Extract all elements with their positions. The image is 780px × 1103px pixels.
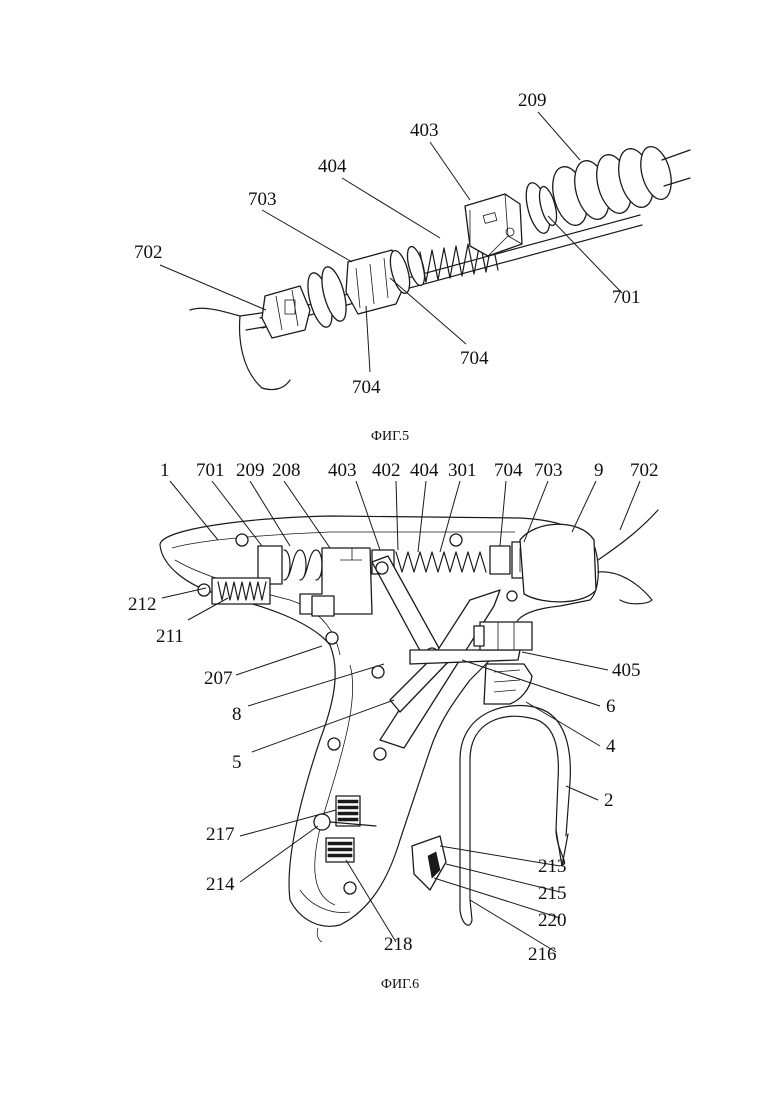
block-208 (300, 548, 372, 616)
figure-6-caption: ФИГ.6 (381, 977, 419, 992)
link-6 (410, 650, 520, 664)
label-220: 220 (538, 910, 567, 931)
label-704-right: 704 (460, 348, 489, 369)
label-214: 214 (206, 874, 235, 895)
linkage-402-403 (372, 550, 440, 660)
label-403: 403 (328, 460, 357, 481)
trigger-lever-5 (380, 590, 500, 748)
label-701: 701 (612, 287, 641, 308)
label-404: 404 (318, 156, 347, 177)
label-9: 9 (594, 460, 604, 481)
heater-405 (474, 622, 532, 650)
label-8: 8 (232, 704, 242, 725)
collar-rings (303, 264, 351, 329)
label-215: 215 (538, 883, 567, 904)
figure-5-caption: ФИГ.5 (371, 429, 409, 444)
cable-702 (598, 510, 658, 560)
end-block-702 (262, 286, 310, 338)
label-216: 216 (528, 944, 557, 965)
label-701: 701 (196, 460, 225, 481)
label-402: 402 (372, 460, 401, 481)
label-211: 211 (156, 626, 184, 647)
tip-213-220 (412, 836, 446, 890)
label-213: 213 (538, 856, 567, 877)
label-6: 6 (606, 696, 616, 717)
sleeve-703 (346, 245, 428, 314)
label-703: 703 (248, 189, 277, 210)
label-208: 208 (272, 460, 301, 481)
label-702: 702 (134, 242, 163, 263)
label-5: 5 (232, 752, 242, 773)
spring-209 (547, 143, 690, 229)
spring-211 (212, 578, 270, 604)
nozzle-cap-9 (520, 524, 596, 602)
label-405: 405 (612, 660, 641, 681)
label-403: 403 (410, 120, 439, 141)
label-703: 703 (534, 460, 563, 481)
label-207: 207 (204, 668, 233, 689)
label-704: 704 (494, 460, 523, 481)
label-1: 1 (160, 460, 170, 481)
label-209: 209 (518, 90, 547, 111)
block-403 (465, 194, 522, 256)
spring-404-301 (396, 552, 486, 572)
label-2: 2 (604, 790, 614, 811)
label-209: 209 (236, 460, 265, 481)
label-301: 301 (448, 460, 477, 481)
figure-5-exploded-shaft: 209 403 404 703 702 701 704 704 ФИГ.5 (134, 90, 690, 444)
label-212: 212 (128, 594, 157, 615)
label-404: 404 (410, 460, 439, 481)
figure-6-glue-gun-section: 1 701 209 208 403 402 404 301 704 703 9 … (128, 460, 659, 992)
label-4: 4 (606, 736, 616, 757)
label-702: 702 (630, 460, 659, 481)
hatched-blocks-217-218 (314, 796, 376, 862)
label-704-bottom: 704 (352, 377, 381, 398)
label-217: 217 (206, 824, 235, 845)
label-218: 218 (384, 934, 413, 955)
